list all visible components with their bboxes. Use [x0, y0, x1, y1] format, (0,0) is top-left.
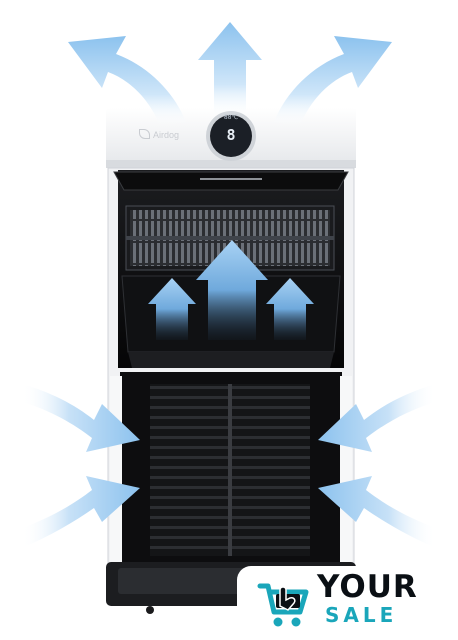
intake-arrow-right-lower	[318, 476, 436, 548]
control-display	[210, 115, 252, 157]
leaf-icon	[139, 129, 150, 139]
shopping-cart-hand-icon	[257, 583, 309, 627]
outflow-arrow-left	[68, 36, 186, 126]
display-indicator: 88℃	[223, 114, 239, 121]
pre-filter-left	[150, 384, 228, 556]
watermark-logo: YOUR SALE	[237, 566, 458, 640]
brand-label: Airdog	[139, 129, 179, 140]
internal-airflow-arrow	[148, 278, 196, 340]
intake-arrow-right-upper	[318, 384, 436, 452]
pre-filter-right	[232, 384, 310, 556]
intake-arrow-left-upper	[22, 384, 140, 452]
watermark-word-your: YOUR	[317, 569, 418, 605]
internal-airflow-arrow	[266, 278, 314, 340]
intake-arrow-left-lower	[22, 476, 140, 548]
outflow-arrow-right	[274, 36, 392, 126]
outflow-arrow-center	[198, 22, 262, 118]
internal-airflow-arrow	[196, 240, 268, 340]
display-digit: 8	[226, 126, 236, 144]
watermark-word-sale: SALE	[325, 603, 398, 627]
